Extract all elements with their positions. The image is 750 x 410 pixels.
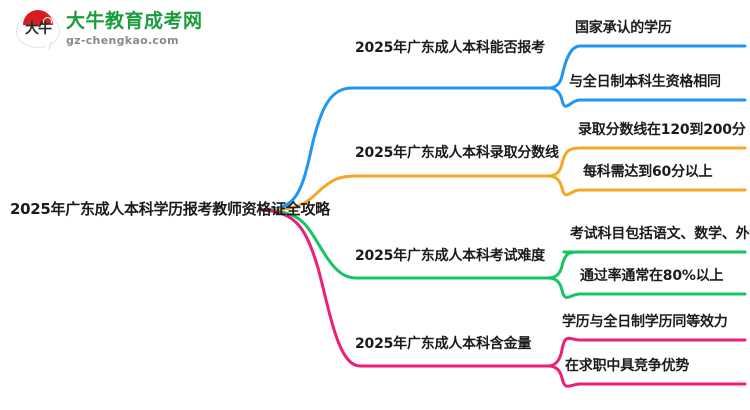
leaf-label-0-0: 国家承认的学历 bbox=[575, 20, 672, 36]
logo-subtitle: gz-chengkao.com bbox=[66, 34, 179, 47]
speech-bubble-tail bbox=[43, 41, 51, 50]
branch-label-0: 2025年广东成人本科能否报考 bbox=[355, 40, 545, 56]
red-dot-icon bbox=[43, 17, 52, 26]
branch-label-1: 2025年广东成人本科录取分数线 bbox=[355, 145, 559, 161]
leaf-label-2-0: 考试科目包括语文、数学、外语 bbox=[570, 226, 750, 242]
logo-title: 大牛教育成考网 bbox=[66, 10, 203, 32]
leaf-label-3-0: 学历与全日制学历同等效力 bbox=[562, 314, 728, 330]
branch-label-3: 2025年广东成人本科含金量 bbox=[355, 336, 532, 352]
branch-curve-2 bbox=[260, 208, 550, 280]
leaf-curve-0-1 bbox=[546, 86, 747, 108]
logo-mark-icon: 大牛 bbox=[16, 8, 62, 54]
branch-connector-1 bbox=[260, 146, 747, 212]
branch-curve-1 bbox=[260, 174, 550, 212]
logo-mark-text: 大牛 bbox=[25, 21, 52, 37]
site-logo: 大牛 大牛教育成考网 gz-chengkao.com bbox=[14, 6, 214, 58]
leaf-label-1-0: 录取分数线在120到200分 bbox=[578, 122, 746, 138]
branch-curve-0 bbox=[260, 86, 550, 212]
leaf-curve-1-0 bbox=[546, 146, 747, 178]
leaf-curve-3-1 bbox=[546, 364, 747, 388]
leaf-label-3-1: 在求职中具竞争优势 bbox=[565, 358, 690, 374]
branch-connector-2 bbox=[260, 208, 747, 299]
leaf-label-1-1: 每科需达到60分以上 bbox=[583, 164, 713, 180]
leaf-curve-2-1 bbox=[546, 276, 747, 299]
branch-label-2: 2025年广东成人本科考试难度 bbox=[355, 248, 545, 264]
branch-connector-3 bbox=[260, 208, 747, 388]
leaf-curve-1-1 bbox=[546, 174, 747, 197]
leaf-label-2-1: 通过率通常在80%以上 bbox=[580, 268, 724, 284]
mindmap-root-label: 2025年广东成人本科学历报考教师资格证全攻略 bbox=[10, 200, 330, 218]
leaf-curve-0-0 bbox=[546, 44, 747, 90]
branch-connector-0 bbox=[260, 44, 747, 212]
leaf-label-0-1: 与全日制本科生资格相同 bbox=[569, 74, 721, 90]
logo-text-block: 大牛教育成考网 gz-chengkao.com bbox=[66, 9, 216, 49]
branch-curve-3 bbox=[260, 208, 550, 368]
leaf-curve-3-0 bbox=[546, 336, 747, 368]
